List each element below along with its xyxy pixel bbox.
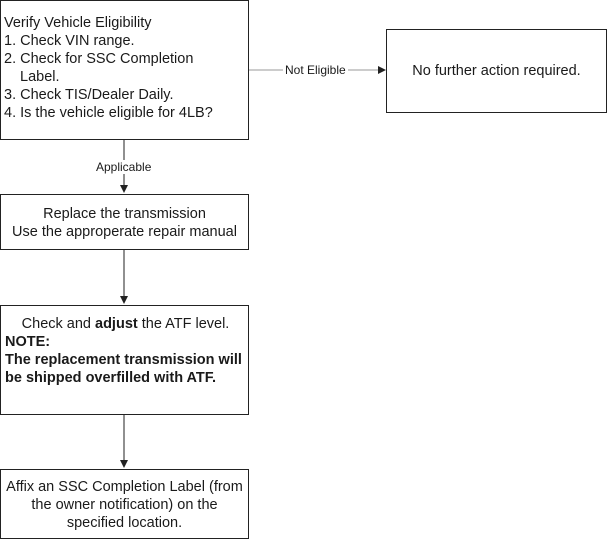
replace-line-1: Replace the transmission: [43, 206, 206, 222]
note-label: NOTE:: [5, 334, 51, 350]
no-action-box: No further action required.: [386, 29, 607, 113]
check-atf-box: Check and adjust the ATF level. NOTE: Th…: [0, 305, 249, 415]
verify-step-3: 3. Check TIS/Dealer Daily.: [4, 87, 174, 103]
not-eligible-label: Not Eligible: [283, 63, 348, 77]
affix-label-box: Affix an SSC Completion Label (from the …: [0, 469, 249, 539]
check-atf-line: Check and adjust the ATF level.: [5, 315, 246, 333]
replace-transmission-box: Replace the transmission Use the apprope…: [0, 194, 249, 250]
replace-line-2: Use the approperate repair manual: [12, 224, 237, 240]
verify-title: Verify Vehicle Eligibility: [4, 15, 152, 31]
note-text: The replacement transmission will be shi…: [5, 352, 242, 386]
verify-eligibility-box: Verify Vehicle Eligibility 1. Check VIN …: [0, 0, 249, 140]
verify-step-1: 1. Check VIN range.: [4, 33, 135, 49]
verify-step-4: 4. Is the vehicle eligible for 4LB?: [4, 105, 213, 121]
check-atf-pre: Check and: [21, 316, 96, 332]
applicable-label: Applicable: [94, 160, 154, 174]
affix-text: Affix an SSC Completion Label (from the …: [6, 479, 243, 531]
adjust-word: adjust: [95, 316, 138, 332]
no-action-text: No further action required.: [412, 63, 581, 79]
check-atf-post: the ATF level.: [137, 316, 230, 332]
verify-step-2-cont: Label.: [20, 69, 60, 85]
verify-step-2: 2. Check for SSC Completion: [4, 51, 194, 67]
